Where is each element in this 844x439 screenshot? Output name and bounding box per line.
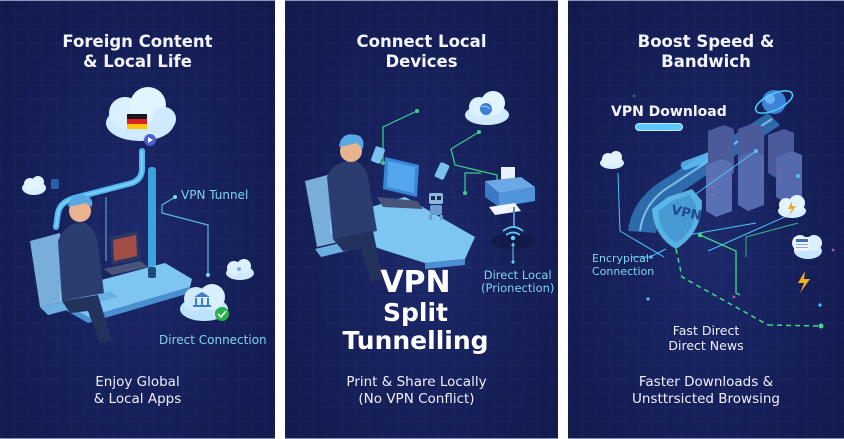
footer-line: Print & Share Locally [346, 374, 487, 390]
illustration-connect-local [305, 91, 535, 281]
download-progress-bar [636, 124, 682, 130]
progress-capsule [680, 152, 712, 171]
vpn-heading: VPN [380, 265, 451, 300]
panel-title: Boost Speed & Bandwich [568, 32, 844, 72]
panel-footer: Faster Downloads & Unsttrsicted Browsing [568, 374, 844, 408]
illustration-boost-speed [600, 90, 835, 329]
panel-foreign-content: Foreign Content & Local Life [0, 0, 275, 439]
bank-icon [193, 292, 211, 307]
phone-icon [371, 146, 385, 164]
panel-title: Foreign Content & Local Life [0, 32, 275, 72]
vpn-tunnel-label: VPN Tunnel [181, 188, 249, 202]
title-line: Bandwich [661, 52, 751, 71]
title-line: Foreign Content [62, 32, 213, 51]
phone-icon [434, 162, 450, 180]
footer-line: & Local Apps [93, 391, 182, 407]
panel-footer: Enjoy Global & Local Apps [0, 374, 275, 408]
title-line: & Local Life [83, 52, 192, 71]
chair [30, 233, 66, 307]
label-line: Direct News [668, 338, 744, 353]
cloud-germany-flag-icon [106, 87, 176, 146]
direct-local-label: Direct Local (Prionection) [481, 269, 554, 295]
panel-connect-local-devices: Connect Local Devices [285, 0, 558, 439]
cloud-news-icon [792, 235, 822, 259]
label-line: Direct Local [483, 268, 552, 282]
panel-footer: Print & Share Locally (No VPN Conflict) [285, 374, 558, 408]
cloud-bank-icon [180, 284, 229, 321]
illustration-foreign-content [22, 87, 254, 343]
title-line: Devices [385, 52, 458, 71]
split-heading: Split [383, 298, 448, 327]
cloud-lightning-icon [778, 195, 806, 218]
title-line: Boost Speed & [637, 32, 775, 51]
direct-connection-label: Direct Connection [159, 333, 267, 347]
lock-icon [148, 267, 156, 278]
footer-line: Faster Downloads & [638, 374, 774, 390]
label-line: Connection [592, 265, 655, 278]
title-line: Connect Local [356, 32, 487, 51]
robot-icon [429, 193, 443, 220]
panel-title: Connect Local Devices [285, 32, 558, 72]
panel-boost-speed: Boost Speed & Bandwich [568, 0, 844, 439]
person-illustration [58, 194, 112, 343]
lightning-icon [798, 271, 810, 293]
label-line: (Prionection) [481, 281, 555, 295]
lock-icon [51, 179, 59, 189]
cloud-globe-icon [465, 91, 509, 125]
vpn-download-label: VPN Download [611, 104, 727, 120]
person-illustration [327, 134, 383, 281]
cloud-icon [22, 176, 46, 195]
shield-icon [652, 189, 702, 249]
tunnel-pillar [148, 167, 156, 287]
footer-line: (No VPN Conflict) [358, 391, 475, 407]
vpn-tunnel-tube [53, 148, 145, 230]
check-icon [215, 307, 229, 321]
encryption-label: Encrypical Connection [592, 252, 654, 278]
footer-line: Unsttrsicted Browsing [632, 391, 780, 407]
server-rack-icon [706, 123, 802, 217]
label-line: Encrypical [592, 252, 649, 265]
globe-icon [754, 90, 794, 114]
cloud-user-icon [226, 259, 254, 280]
laptop-icon [104, 231, 148, 275]
laptop-icon [377, 157, 423, 209]
tunnelling-heading: Tunnelling [342, 326, 489, 355]
cloud-icon [600, 151, 624, 169]
footer-line: Enjoy Global [95, 374, 180, 390]
fast-direct-label: Fast Direct Direct News [568, 323, 844, 353]
wifi-icon [502, 226, 524, 241]
label-line: Fast Direct [672, 323, 740, 338]
